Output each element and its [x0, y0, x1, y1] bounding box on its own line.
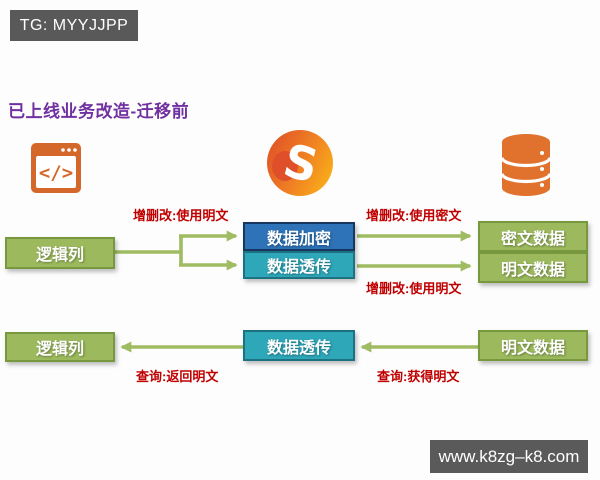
svg-text:</>: </> [39, 162, 73, 184]
node-data-passthrough-bottom: 数据透传 [243, 330, 355, 361]
watermark-text: www.k8zg–k8.com [438, 446, 580, 466]
code-window-icon: </> [31, 143, 81, 193]
node-data-encrypt: 数据加密 [243, 222, 355, 251]
node-plain-data-bottom: 明文数据 [478, 330, 588, 361]
tg-badge: TG: MYYJJPP [10, 10, 138, 41]
node-logic-column-bottom: 逻辑列 [5, 332, 115, 362]
page-title: 已上线业务改造-迁移前 [8, 102, 190, 121]
label-cud-plaintext-left: 增删改:使用明文 [133, 208, 229, 223]
node-logic-column-top: 逻辑列 [5, 237, 115, 269]
tg-badge-text: TG: MYYJJPP [19, 16, 129, 34]
label-query-return-plaintext: 查询:返回明文 [136, 369, 219, 384]
label-cud-ciphertext: 增删改:使用密文 [366, 208, 462, 223]
label-cud-plaintext-right: 增删改:使用明文 [366, 281, 462, 296]
s-flame-logo: S [267, 130, 333, 196]
watermark: www.k8zg–k8.com [430, 440, 588, 473]
label-query-obtain-plaintext: 查询:获得明文 [377, 369, 460, 384]
node-cipher-data: 密文数据 [478, 221, 588, 252]
node-data-passthrough-top: 数据透传 [243, 251, 355, 279]
node-plain-data-top: 明文数据 [478, 252, 588, 283]
database-icon [500, 134, 552, 196]
